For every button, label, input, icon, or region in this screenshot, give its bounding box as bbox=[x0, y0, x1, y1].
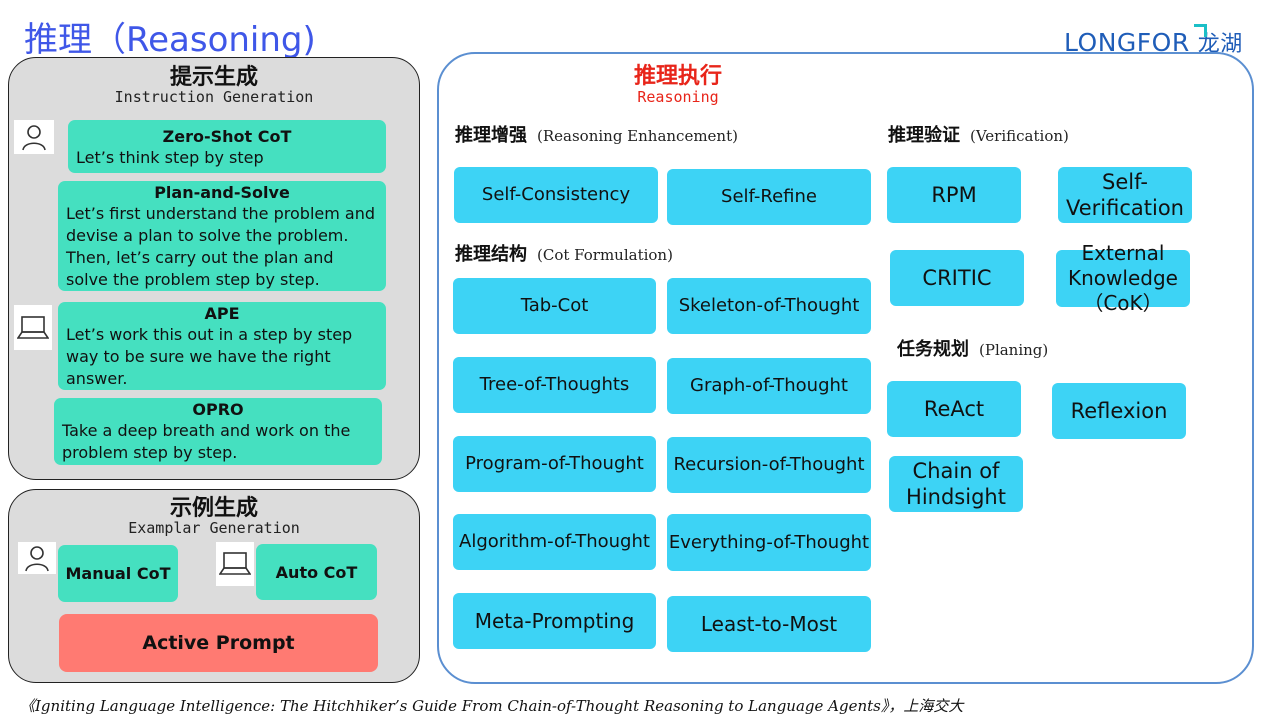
person-icon bbox=[14, 120, 54, 154]
examplar-title-cn: 示例生成 bbox=[169, 495, 258, 521]
reasoning-title-cn: 推理执行 bbox=[633, 63, 722, 89]
react-box: ReAct bbox=[887, 381, 1021, 437]
laptop-icon bbox=[216, 542, 254, 586]
self-consistency-box: Self-Consistency bbox=[454, 167, 658, 223]
critic-box: CRITIC bbox=[890, 250, 1024, 306]
citation-footer: 《Igniting Language Intelligence: The Hit… bbox=[20, 697, 964, 715]
active-prompt-card: Active Prompt bbox=[59, 614, 378, 672]
reflexion-box: Reflexion bbox=[1052, 383, 1186, 439]
auto-cot-card: Auto CoT bbox=[256, 544, 377, 600]
examplar-title-en: Examplar Generation bbox=[128, 519, 300, 537]
instruction-title-cn: 提示生成 bbox=[169, 64, 258, 90]
reasoning-title-en: Reasoning bbox=[637, 88, 719, 106]
tree-of-thoughts-box: Tree-of-Thoughts bbox=[453, 357, 656, 413]
opro-card: OPRO Take a deep breath and work on the … bbox=[54, 398, 382, 465]
plan-and-solve-card: Plan-and-Solve Let’s first understand th… bbox=[58, 181, 386, 291]
card-text: Let’s work this out in a step by step wa… bbox=[66, 325, 353, 388]
meta-prompting-box: Meta-Prompting bbox=[453, 593, 656, 649]
chain-of-hindsight-box: Chain of Hindsight bbox=[889, 456, 1023, 512]
rpm-box: RPM bbox=[887, 167, 1021, 223]
card-text: Let’s think step by step bbox=[76, 148, 264, 167]
zero-shot-cot-card: Zero-Shot CoT Let’s think step by step bbox=[68, 120, 386, 173]
external-knowledge-box: External Knowledge （CoK） bbox=[1056, 241, 1190, 315]
laptop-icon bbox=[14, 305, 52, 350]
skeleton-of-thought-box: Skeleton-of-Thought bbox=[667, 278, 871, 334]
enhancement-heading: 推理增强(Reasoning Enhancement) bbox=[455, 125, 738, 146]
least-to-most-box: Least-to-Most bbox=[667, 596, 871, 652]
card-text: Take a deep breath and work on the probl… bbox=[62, 421, 351, 462]
card-title: Auto CoT bbox=[275, 562, 358, 582]
everything-of-thought-box: Everything-of-Thought bbox=[667, 514, 871, 571]
card-title: Zero-Shot CoT bbox=[162, 127, 292, 146]
self-refine-box: Self-Refine bbox=[667, 169, 871, 225]
recursion-of-thought-box: Recursion-of-Thought bbox=[667, 437, 871, 493]
ape-card: APE Let’s work this out in a step by ste… bbox=[58, 302, 386, 390]
card-title: APE bbox=[204, 304, 240, 323]
logo-mark-icon bbox=[1194, 24, 1207, 37]
tab-cot-box: Tab-Cot bbox=[453, 278, 656, 334]
planning-heading: 任务规划(Planing) bbox=[897, 339, 1049, 360]
card-title: Manual CoT bbox=[65, 564, 171, 583]
card-text: Let’s first understand the problem and d… bbox=[66, 204, 375, 289]
instruction-title-en: Instruction Generation bbox=[114, 88, 314, 106]
card-title: OPRO bbox=[192, 400, 244, 419]
formulation-heading: 推理结构(Cot Formulation) bbox=[455, 244, 673, 265]
program-of-thought-box: Program-of-Thought bbox=[453, 436, 656, 492]
self-verification-box: Self-Verification bbox=[1058, 167, 1192, 223]
algorithm-of-thought-box: Algorithm-of-Thought bbox=[453, 514, 656, 570]
person-icon bbox=[18, 542, 56, 574]
verification-heading: 推理验证(Verification) bbox=[888, 125, 1069, 146]
card-title: Plan-and-Solve bbox=[154, 183, 290, 202]
slide-title: 推理（Reasoning) bbox=[24, 20, 316, 60]
manual-cot-card: Manual CoT bbox=[58, 545, 178, 602]
graph-of-thought-box: Graph-of-Thought bbox=[667, 358, 871, 414]
